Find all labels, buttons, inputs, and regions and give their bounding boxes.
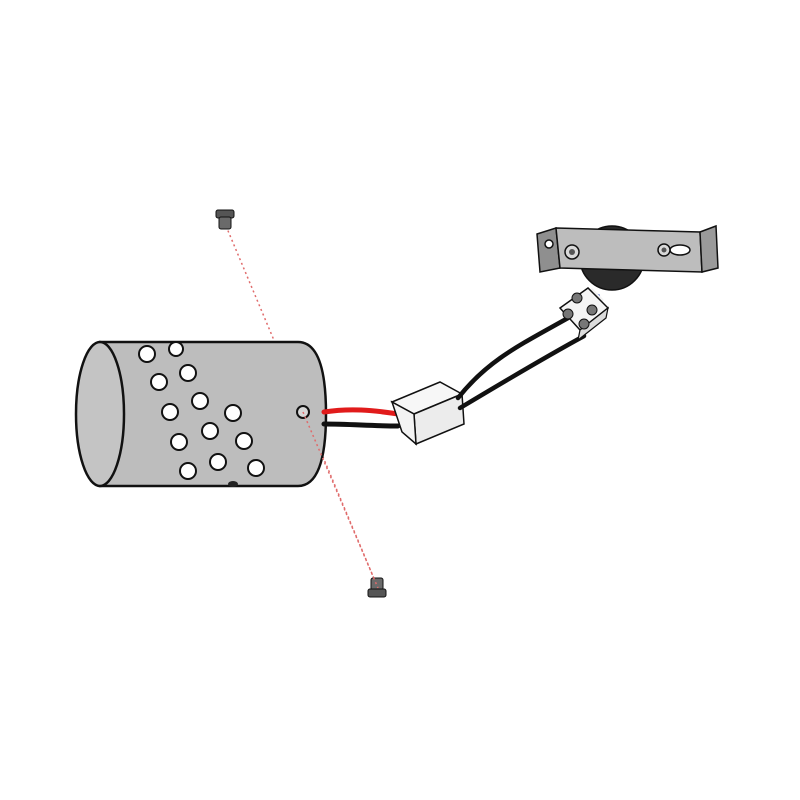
screw-alignment-guide-overlay — [302, 411, 379, 589]
wire-splice-connector — [390, 381, 465, 446]
white-lead-wire — [590, 288, 604, 302]
bottom-screw — [367, 577, 387, 598]
housing-wires — [321, 407, 401, 429]
terminal-block — [558, 287, 610, 342]
top-screw — [215, 209, 235, 230]
mounting-bracket — [536, 224, 719, 291]
connector-wires — [455, 315, 587, 411]
cylinder-housing — [74, 340, 328, 488]
ventilation-holes — [138, 341, 265, 480]
